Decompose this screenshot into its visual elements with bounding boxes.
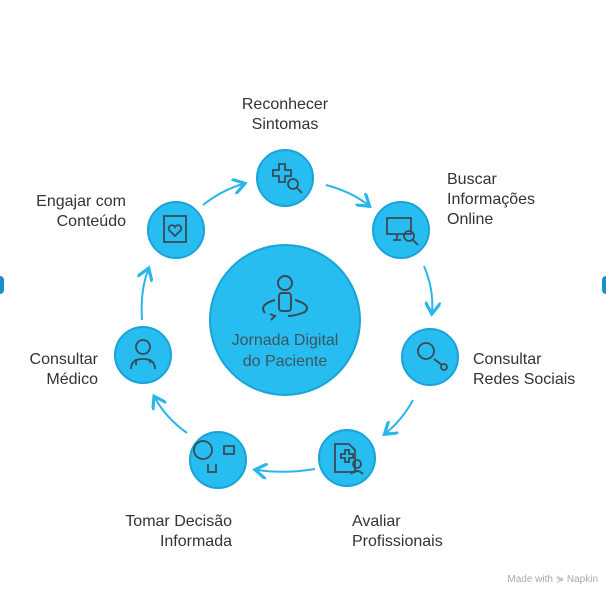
step-node (256, 149, 314, 207)
arrow (386, 399, 414, 433)
step-label: Buscar Informações Online (447, 171, 536, 228)
step-circle (147, 201, 205, 259)
arrow (257, 469, 316, 472)
arrow (202, 184, 243, 206)
arrow (142, 270, 148, 321)
step-circle (372, 201, 430, 259)
arrow (155, 398, 188, 434)
person-orbit-icon (262, 275, 308, 321)
center-title: Jornada Digital do Paciente (231, 332, 339, 370)
center-node (209, 244, 361, 396)
step-label: Consultar Médico (29, 351, 98, 388)
step-label: Engajar com Conteúdo (36, 193, 126, 230)
step-node (372, 201, 430, 259)
medical-cross-search-icon (272, 163, 303, 194)
doctor-icon (130, 339, 156, 370)
heart-book-icon (163, 215, 187, 243)
social-network-icon (417, 342, 448, 371)
medical-profile-icon (334, 443, 364, 475)
monitor-search-icon (386, 217, 419, 246)
arrow (325, 184, 368, 205)
edge-node-right (602, 276, 606, 294)
edge-node-left (0, 276, 4, 294)
step-label: Reconhecer Sintomas (241, 96, 329, 133)
step-circle (189, 431, 247, 489)
step-node (114, 326, 172, 384)
step-node (318, 429, 376, 487)
watermark: Made with ⋟ Napkin (507, 574, 598, 585)
step-circle (318, 429, 376, 487)
lightbulb-decision-icon (193, 440, 235, 473)
step-label: Consultar Redes Sociais (473, 351, 576, 388)
step-circle (114, 326, 172, 384)
step-node (401, 328, 459, 386)
step-node (189, 431, 247, 489)
step-label: Tomar Decisão Informada (125, 513, 232, 550)
step-label: Avaliar Profissionais (352, 513, 443, 550)
arrow (423, 265, 432, 312)
step-node (147, 201, 205, 259)
